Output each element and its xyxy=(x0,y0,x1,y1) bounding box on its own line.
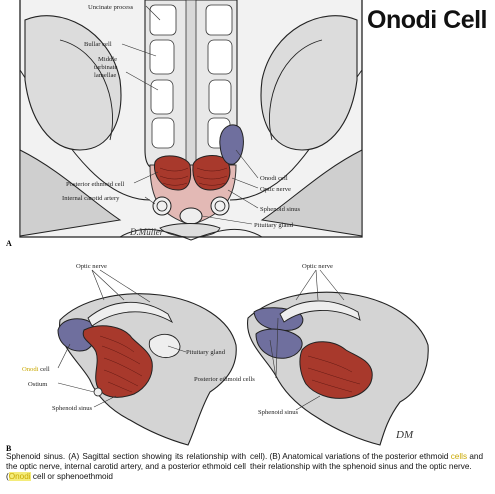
label-b-left-optic-nerve: Optic nerve xyxy=(76,263,107,270)
onodi-cell-a xyxy=(219,124,244,165)
sphenoid-sinus-b-right xyxy=(299,341,373,399)
label-b-left-ostium: Ostium xyxy=(28,381,48,388)
label-bullar-cell: Bullar cell xyxy=(84,41,112,48)
label-pituitary-gland: Pituitary gland xyxy=(254,222,294,229)
label-b-left-sphenoid-sinus: Sphenoid sinus xyxy=(52,405,93,412)
artist-signature-b: DM xyxy=(395,429,414,441)
panel-b-left-leaders xyxy=(57,269,187,408)
left-orbit xyxy=(24,15,122,151)
panel-b-letter: B xyxy=(6,444,12,453)
label-uncinate-process: Uncinate process xyxy=(88,4,134,11)
panel-a-leaders xyxy=(121,5,259,225)
caption-column-2: cell). (B) Anatomical variations of the … xyxy=(250,452,490,472)
label-internal-carotid: Internal carotid artery xyxy=(62,195,120,202)
caption-text-1: Sphenoid sinus. (A) Sagittal section sho… xyxy=(6,452,246,481)
posterior-ethmoid-cell xyxy=(153,155,192,191)
caption-onodi-highlight: Onodi xyxy=(8,472,31,481)
label-b-left-onodi-cell: Onodi cell xyxy=(22,366,50,373)
label-onodi-cell: Onodi cell xyxy=(260,175,288,182)
panel-a-letter: A xyxy=(6,239,12,248)
page-title: Onodi Cell xyxy=(367,6,488,34)
label-b-right-posterior-ethmoid-cells: Posterior ethmoid cells xyxy=(194,376,255,383)
caption-cells-highlight: cells xyxy=(450,452,468,461)
caption-text-3: cell). (B) Anatomical variations of the … xyxy=(250,452,451,461)
sphenoid-sinus-right xyxy=(192,155,231,191)
panel-b-left-drawing xyxy=(57,293,237,446)
label-middle-turbinate: Middle xyxy=(98,56,117,63)
posterior-ethmoid-cell-b-2 xyxy=(255,328,303,359)
caption-column-1: Sphenoid sinus. (A) Sagittal section sho… xyxy=(6,452,246,482)
label-b-left-pituitary: Pituitary gland xyxy=(186,349,226,356)
sphenoid-sinus-b-left xyxy=(82,325,153,398)
panel-b-right-leaders xyxy=(269,269,345,411)
caption-text-4: and their relationship with the sphenoid… xyxy=(250,452,484,471)
panel-a-drawing xyxy=(19,0,363,241)
label-posterior-ethmoid-cell: Posterior ethmoid cell xyxy=(66,181,124,188)
label-middle-turbinate-2: turbinate xyxy=(94,64,118,71)
label-sphenoid-sinus: Sphenoid sinus xyxy=(260,206,301,213)
right-orbit xyxy=(260,15,358,151)
label-optic-nerve: Optic nerve xyxy=(260,186,291,193)
label-b-right-sphenoid-sinus: Sphenoid sinus xyxy=(258,409,299,416)
label-b-right-optic-nerve: Optic nerve xyxy=(302,263,333,270)
caption-text-2: cell or sphenoethmoid xyxy=(30,472,113,481)
artist-signature-a: D.Müller xyxy=(129,227,164,237)
panel-b-right-drawing xyxy=(247,291,429,446)
label-middle-turbinate-3: lamellae xyxy=(94,72,116,79)
